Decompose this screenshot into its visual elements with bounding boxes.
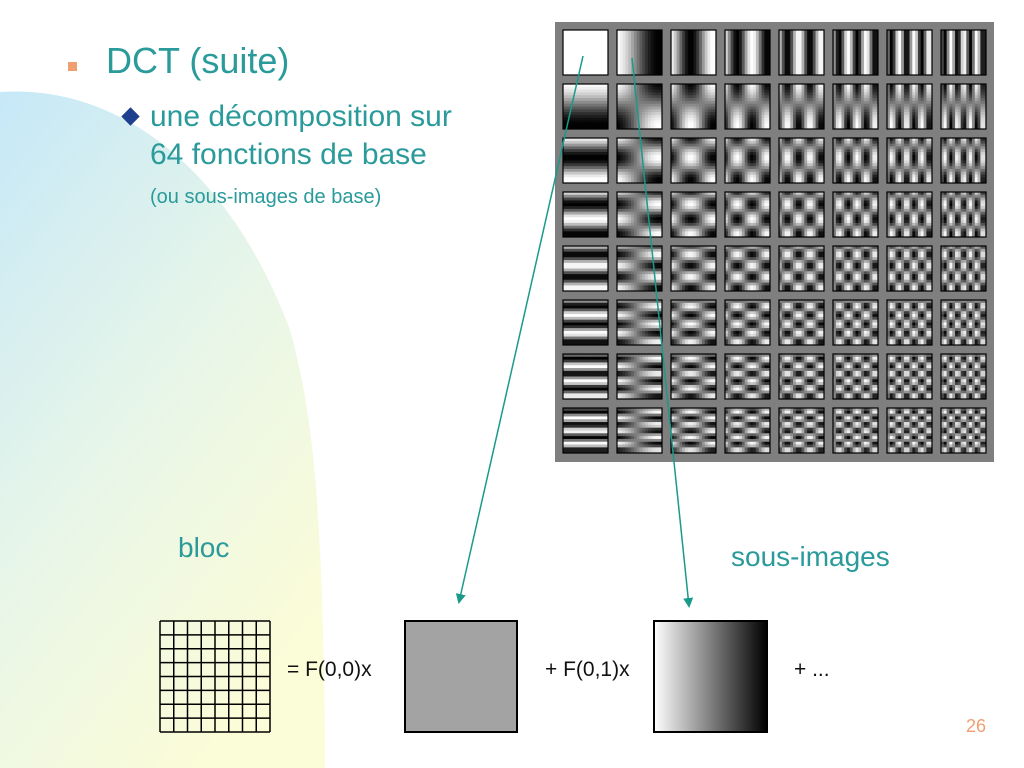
dct-basis-0-6	[886, 29, 933, 76]
dct-basis-1-5	[832, 83, 879, 130]
dct-basis-2-7	[940, 137, 987, 184]
dct-basis-4-4	[778, 245, 825, 292]
dct-basis-0-4	[778, 29, 825, 76]
slide-title: DCT (suite)	[106, 40, 290, 81]
dct-basis-5-6	[886, 299, 933, 346]
dct-basis-6-7	[940, 353, 987, 400]
dct-basis-2-5	[832, 137, 879, 184]
dct-basis-1-6	[886, 83, 933, 130]
dct-basis-5-4	[778, 299, 825, 346]
dct-basis-functions-image	[555, 22, 994, 462]
dct-basis-5-7	[940, 299, 987, 346]
dct-basis-4-3	[724, 245, 771, 292]
dct-basis-6-3	[724, 353, 771, 400]
dct-basis-1-4	[778, 83, 825, 130]
dct-basis-2-3	[724, 137, 771, 184]
dct-basis-7-7	[940, 407, 987, 454]
dct-basis-5-3	[724, 299, 771, 346]
dct-basis-7-5	[832, 407, 879, 454]
dct-basis-0-7	[940, 29, 987, 76]
dct-basis-3-3	[724, 191, 771, 238]
sub-bullet-text: une décomposition sur 64 fonctions de ba…	[150, 98, 452, 174]
equation-term-3: + ...	[794, 658, 830, 681]
sub-bullet-line-1: une décomposition sur	[150, 100, 452, 133]
bloc-grid	[159, 620, 271, 733]
dct-basis-4-5	[832, 245, 879, 292]
equation-term-1: = F(0,0)x	[287, 658, 372, 681]
dct-basis-0-3	[724, 29, 771, 76]
subimage-gradient	[653, 620, 768, 733]
dct-basis-7-3	[724, 407, 771, 454]
dct-basis-3-5	[832, 191, 879, 238]
dct-basis-1-7	[940, 83, 987, 130]
dct-basis-3-7	[940, 191, 987, 238]
subimage-constant	[404, 620, 518, 733]
dct-basis-4-7	[940, 245, 987, 292]
dct-basis-6-5	[832, 353, 879, 400]
dct-basis-6-4	[778, 353, 825, 400]
equation-term-2: + F(0,1)x	[545, 658, 630, 681]
square-bullet-icon	[68, 62, 77, 71]
dct-basis-5-5	[832, 299, 879, 346]
label-bloc: bloc	[178, 532, 230, 563]
sub-bullet-note: (ou sous-images de base)	[150, 186, 382, 208]
dct-basis-7-6	[886, 407, 933, 454]
label-sous-images: sous-images	[731, 541, 890, 572]
dct-basis-3-6	[886, 191, 933, 238]
dct-basis-2-6	[886, 137, 933, 184]
page-number: 26	[966, 716, 987, 736]
dct-basis-0-1	[616, 29, 663, 76]
dct-basis-2-4	[778, 137, 825, 184]
dct-basis-4-6	[886, 245, 933, 292]
dct-basis-3-4	[778, 191, 825, 238]
dct-basis-6-6	[886, 353, 933, 400]
dct-basis-1-3	[724, 83, 771, 130]
dct-basis-0-5	[832, 29, 879, 76]
dct-basis-7-4	[778, 407, 825, 454]
sub-bullet-line-2: 64 fonctions de base	[150, 138, 427, 171]
